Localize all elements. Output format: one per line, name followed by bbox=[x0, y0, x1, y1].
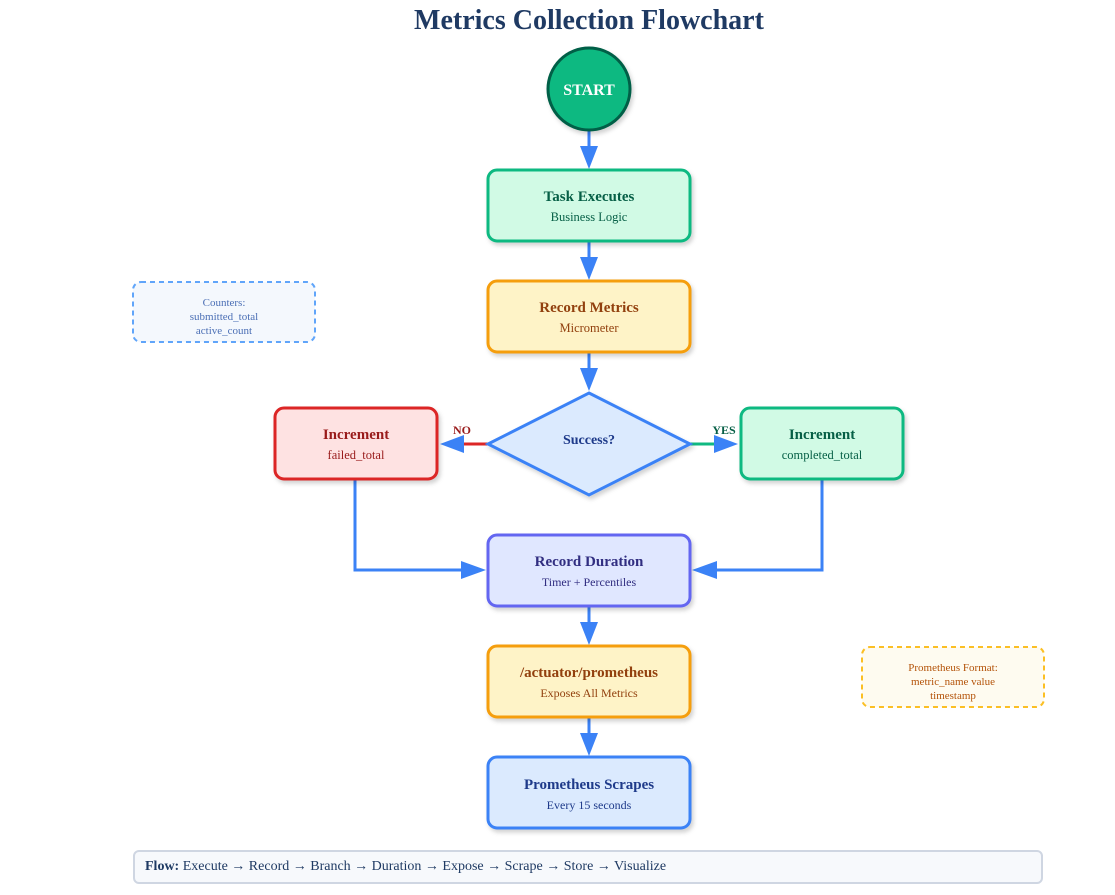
increment-failed-subtitle: failed_total bbox=[328, 448, 385, 462]
success-decision-label: Success? bbox=[563, 433, 615, 448]
task-executes-title: Task Executes bbox=[544, 189, 635, 205]
task-executes-node: Task Executes Business Logic bbox=[486, 168, 692, 243]
increment-failed-title: Increment bbox=[323, 427, 389, 443]
record-duration-node: Record Duration Timer + Percentiles bbox=[486, 533, 692, 608]
start-node: START bbox=[546, 46, 632, 132]
actuator-prometheus-title: /actuator/prometheus bbox=[519, 665, 658, 681]
counters-note-line1: Counters: bbox=[203, 297, 246, 309]
edge-decision-to-failed bbox=[440, 435, 488, 453]
format-note-line1: Prometheus Format: bbox=[908, 662, 998, 674]
counters-note: Counters: submitted_total active_count bbox=[132, 281, 316, 343]
edge-completed-to-duration bbox=[692, 480, 824, 579]
record-metrics-subtitle: Micrometer bbox=[559, 321, 619, 335]
increment-completed-title: Increment bbox=[789, 427, 855, 443]
edge-record-metrics-to-decision bbox=[580, 352, 598, 391]
increment-completed-subtitle: completed_total bbox=[782, 448, 863, 462]
format-note-line2: metric_name value bbox=[911, 676, 995, 688]
edge-task-to-record-metrics bbox=[580, 241, 598, 280]
prometheus-scrapes-subtitle: Every 15 seconds bbox=[547, 798, 632, 812]
record-metrics-node: Record Metrics Micrometer bbox=[486, 279, 692, 354]
task-executes-subtitle: Business Logic bbox=[551, 210, 628, 224]
edge-duration-to-actuator bbox=[580, 606, 598, 645]
edge-start-to-task bbox=[580, 130, 598, 169]
edge-decision-to-completed bbox=[690, 435, 738, 453]
flow-legend-label: Flow: bbox=[145, 859, 180, 874]
counters-note-line2: submitted_total bbox=[190, 311, 258, 323]
prometheus-format-note: Prometheus Format: metric_name value tim… bbox=[861, 646, 1045, 708]
start-label: START bbox=[563, 82, 615, 99]
flow-legend-text: Execute → Record → Branch → Duration → E… bbox=[182, 859, 667, 874]
increment-completed-node: Increment completed_total bbox=[739, 406, 905, 481]
prometheus-scrapes-node: Prometheus Scrapes Every 15 seconds bbox=[486, 755, 692, 830]
actuator-prometheus-node: /actuator/prometheus Exposes All Metrics bbox=[486, 644, 692, 719]
flow-legend: Flow: Execute → Record → Branch → Durati… bbox=[133, 850, 1043, 884]
prometheus-scrapes-title: Prometheus Scrapes bbox=[524, 777, 654, 793]
record-duration-subtitle: Timer + Percentiles bbox=[542, 575, 637, 589]
counters-note-line3: active_count bbox=[196, 325, 252, 337]
diagram-title: Metrics Collection Flowchart bbox=[414, 5, 765, 36]
format-note-line3: timestamp bbox=[930, 690, 976, 702]
record-duration-title: Record Duration bbox=[535, 554, 644, 570]
yes-branch-label: YES bbox=[712, 423, 736, 437]
edge-failed-to-duration bbox=[353, 480, 486, 579]
actuator-prometheus-subtitle: Exposes All Metrics bbox=[540, 686, 638, 700]
edge-actuator-to-scrape bbox=[580, 717, 598, 756]
record-metrics-title: Record Metrics bbox=[539, 300, 639, 316]
increment-failed-node: Increment failed_total bbox=[273, 406, 439, 481]
no-branch-label: NO bbox=[453, 423, 471, 437]
success-decision-node: Success? bbox=[484, 391, 694, 497]
